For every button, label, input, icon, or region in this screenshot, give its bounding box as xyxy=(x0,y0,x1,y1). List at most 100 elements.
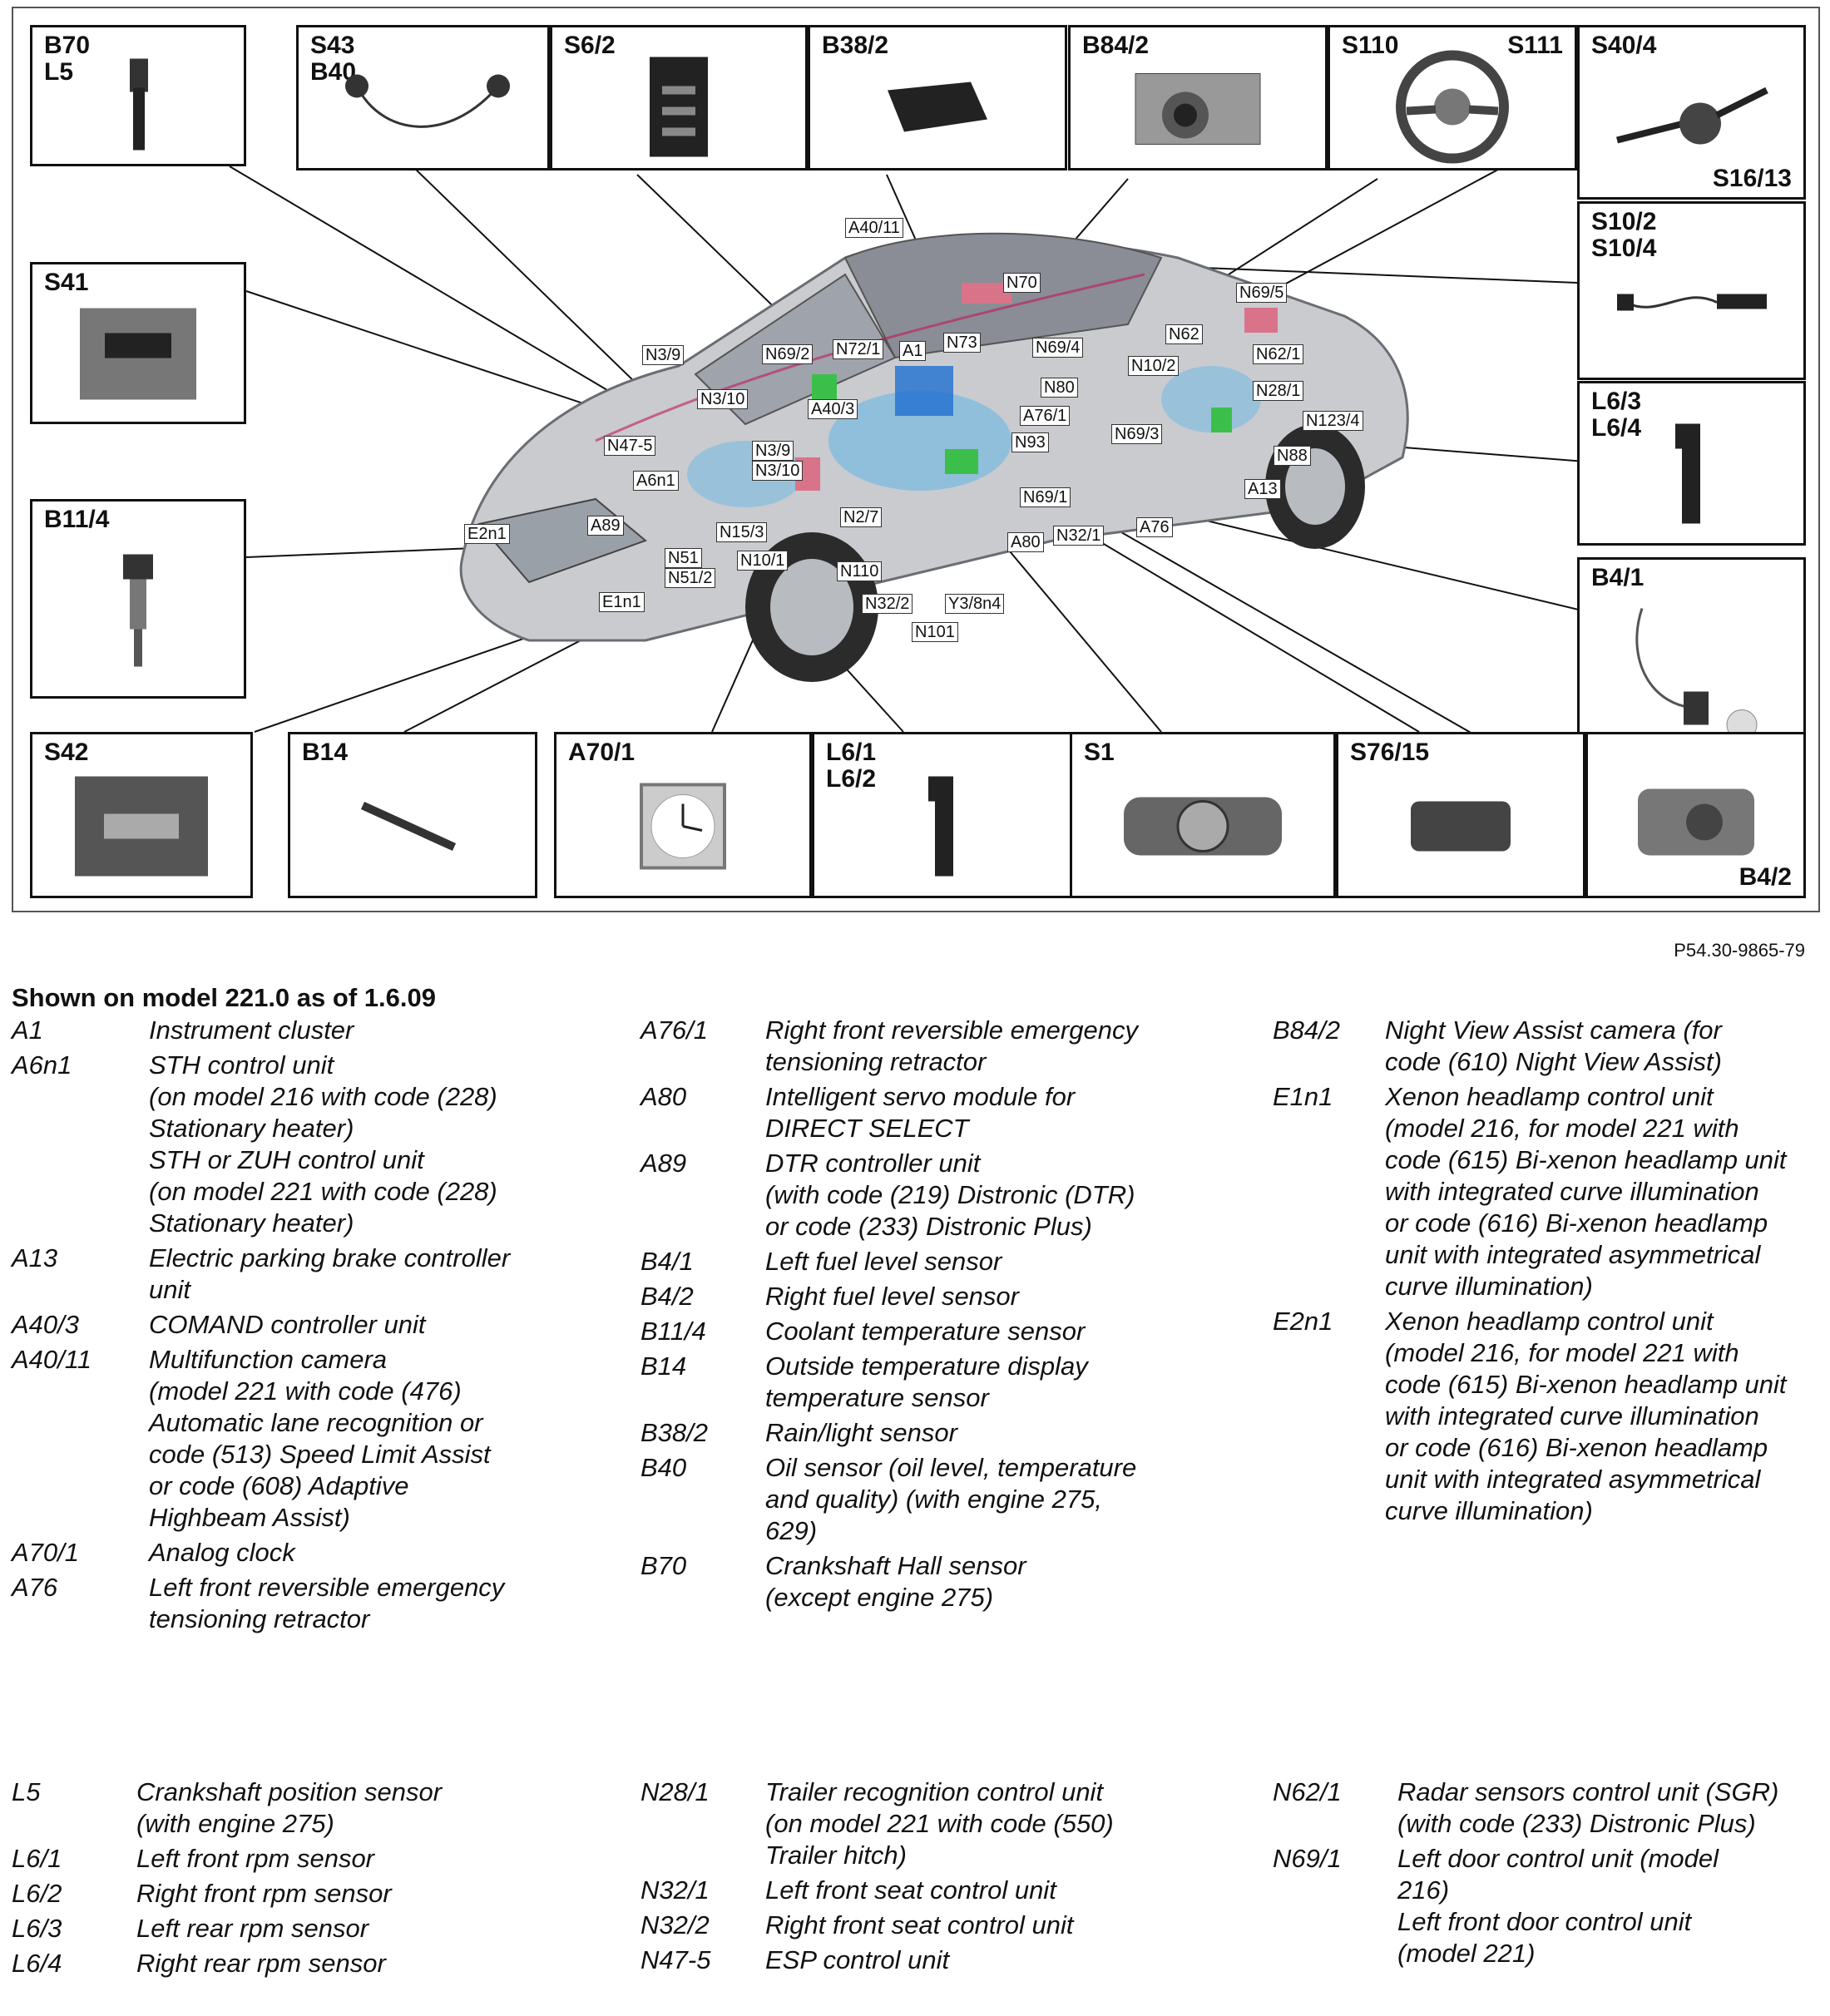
callout-label: B38/2 xyxy=(822,32,889,59)
legend-code: A1 xyxy=(12,1015,43,1045)
legend-code: B4/2 xyxy=(640,1282,694,1311)
legend-description: Left front rpm sensor xyxy=(136,1844,375,1873)
legend-code: A89 xyxy=(640,1149,687,1178)
callout-label: L6/1 L6/2 xyxy=(826,739,877,793)
callout-label: S10/2 S10/4 xyxy=(1591,208,1657,262)
legend-code: B38/2 xyxy=(640,1418,709,1447)
legend-description: Rain/light sensor xyxy=(765,1418,957,1447)
callout-label: A70/1 xyxy=(568,739,636,766)
legend-code: A70/1 xyxy=(12,1538,80,1567)
rain-light-sensor-icon xyxy=(879,74,996,145)
legend-description: Analog clock xyxy=(149,1538,295,1567)
camera-icon xyxy=(1119,57,1277,161)
crankshaft-sensor-icon xyxy=(113,55,163,159)
steering-column-switch-icon xyxy=(1609,82,1775,170)
component-tag: N51/2 xyxy=(665,568,716,588)
legend-code: N28/1 xyxy=(640,1777,710,1806)
legend-code: N32/1 xyxy=(640,1875,710,1905)
component-tag: N70 xyxy=(1003,273,1041,293)
component-tag: A76 xyxy=(1136,517,1173,537)
callout-label: S43 B40 xyxy=(310,32,357,86)
legend-entry: E2n1 Xenon headlamp control unit (model 2… xyxy=(1273,1306,1822,1527)
callout-label: S110 xyxy=(1342,32,1399,59)
callout-l61: L6/1 L6/2 xyxy=(812,732,1078,898)
component-tag: N88 xyxy=(1274,446,1311,466)
legend-description: Right front seat control unit xyxy=(765,1910,1074,1939)
callout-label: B11/4 xyxy=(44,506,110,533)
legend-code: A40/3 xyxy=(12,1310,80,1339)
legend-entry: B4/2 Right fuel level sensor xyxy=(640,1281,1239,1312)
legend-code: A80 xyxy=(640,1082,687,1111)
component-tag: N3/10 xyxy=(752,461,804,481)
steering-wheel-icon xyxy=(1390,45,1515,174)
legend-description: Night View Assist camera (for code (610)… xyxy=(1385,1015,1722,1076)
legend-description: STH control unit (on model 216 with code… xyxy=(149,1050,497,1238)
legend-code: L6/1 xyxy=(12,1844,62,1873)
callout-label: S76/15 xyxy=(1350,739,1430,766)
component-tag: A6n1 xyxy=(633,471,679,491)
callout-b38: B38/2 xyxy=(808,25,1067,170)
callout-b42: B4/2 xyxy=(1585,732,1806,898)
callout-s1: S1 xyxy=(1070,732,1336,898)
switch-panel-icon xyxy=(645,53,712,166)
button-icon xyxy=(1402,793,1519,863)
legend-description: Crankshaft Hall sensor (except engine 27… xyxy=(765,1551,1026,1612)
callout-b84: B84/2 xyxy=(1068,25,1328,170)
legend-code: E1n1 xyxy=(1273,1082,1333,1111)
legend-code: N69/1 xyxy=(1273,1844,1342,1873)
oil-sensor-icon xyxy=(332,62,515,157)
legend-entry: A89 DTR controller unit (with code (219) … xyxy=(640,1148,1239,1243)
legend-description: Left rear rpm sensor xyxy=(136,1914,369,1943)
callout-label-secondary: S16/13 xyxy=(1712,165,1792,192)
component-tag: N72/1 xyxy=(833,339,884,359)
legend-description: Xenon headlamp control unit (model 216, … xyxy=(1385,1307,1787,1525)
component-tag: N28/1 xyxy=(1253,381,1304,401)
component-tag: N10/1 xyxy=(737,551,789,571)
legend-code: B70 xyxy=(640,1551,687,1580)
callout-b114: B11/4 xyxy=(30,499,246,699)
legend-code: A40/11 xyxy=(12,1345,92,1374)
legend-code: N62/1 xyxy=(1273,1777,1342,1806)
legend-entry: B38/2 Rain/light sensor xyxy=(640,1417,1239,1449)
callout-s41: S41 xyxy=(30,262,246,424)
component-tag: N3/9 xyxy=(752,441,794,461)
legend-code: E2n1 xyxy=(1273,1307,1333,1336)
legend-description: DTR controller unit (with code (219) Dis… xyxy=(765,1149,1135,1241)
legend-description: Right fuel level sensor xyxy=(765,1282,1019,1311)
component-tag: N110 xyxy=(837,561,883,581)
callout-b14: B14 xyxy=(288,732,537,898)
callout-label: L6/3 L6/4 xyxy=(1591,388,1642,442)
callout-s6: S6/2 xyxy=(550,25,808,170)
component-tag: N10/2 xyxy=(1128,356,1180,376)
component-tag: N80 xyxy=(1041,378,1078,398)
callout-label: S6/2 xyxy=(564,32,616,59)
component-tag: N69/4 xyxy=(1032,338,1084,358)
callout-a70: A70/1 xyxy=(554,732,812,898)
legend-description: Coolant temperature sensor xyxy=(765,1317,1086,1346)
legend-description: Electric parking brake controller unit xyxy=(149,1243,511,1304)
component-tag: N101 xyxy=(912,622,958,642)
callout-label: B14 xyxy=(302,739,349,766)
legend-code: A76 xyxy=(12,1573,58,1602)
component-tag: N73 xyxy=(943,333,981,353)
switch-icon xyxy=(72,299,205,412)
legend-description: Crankshaft position sensor (with engine … xyxy=(136,1777,443,1838)
